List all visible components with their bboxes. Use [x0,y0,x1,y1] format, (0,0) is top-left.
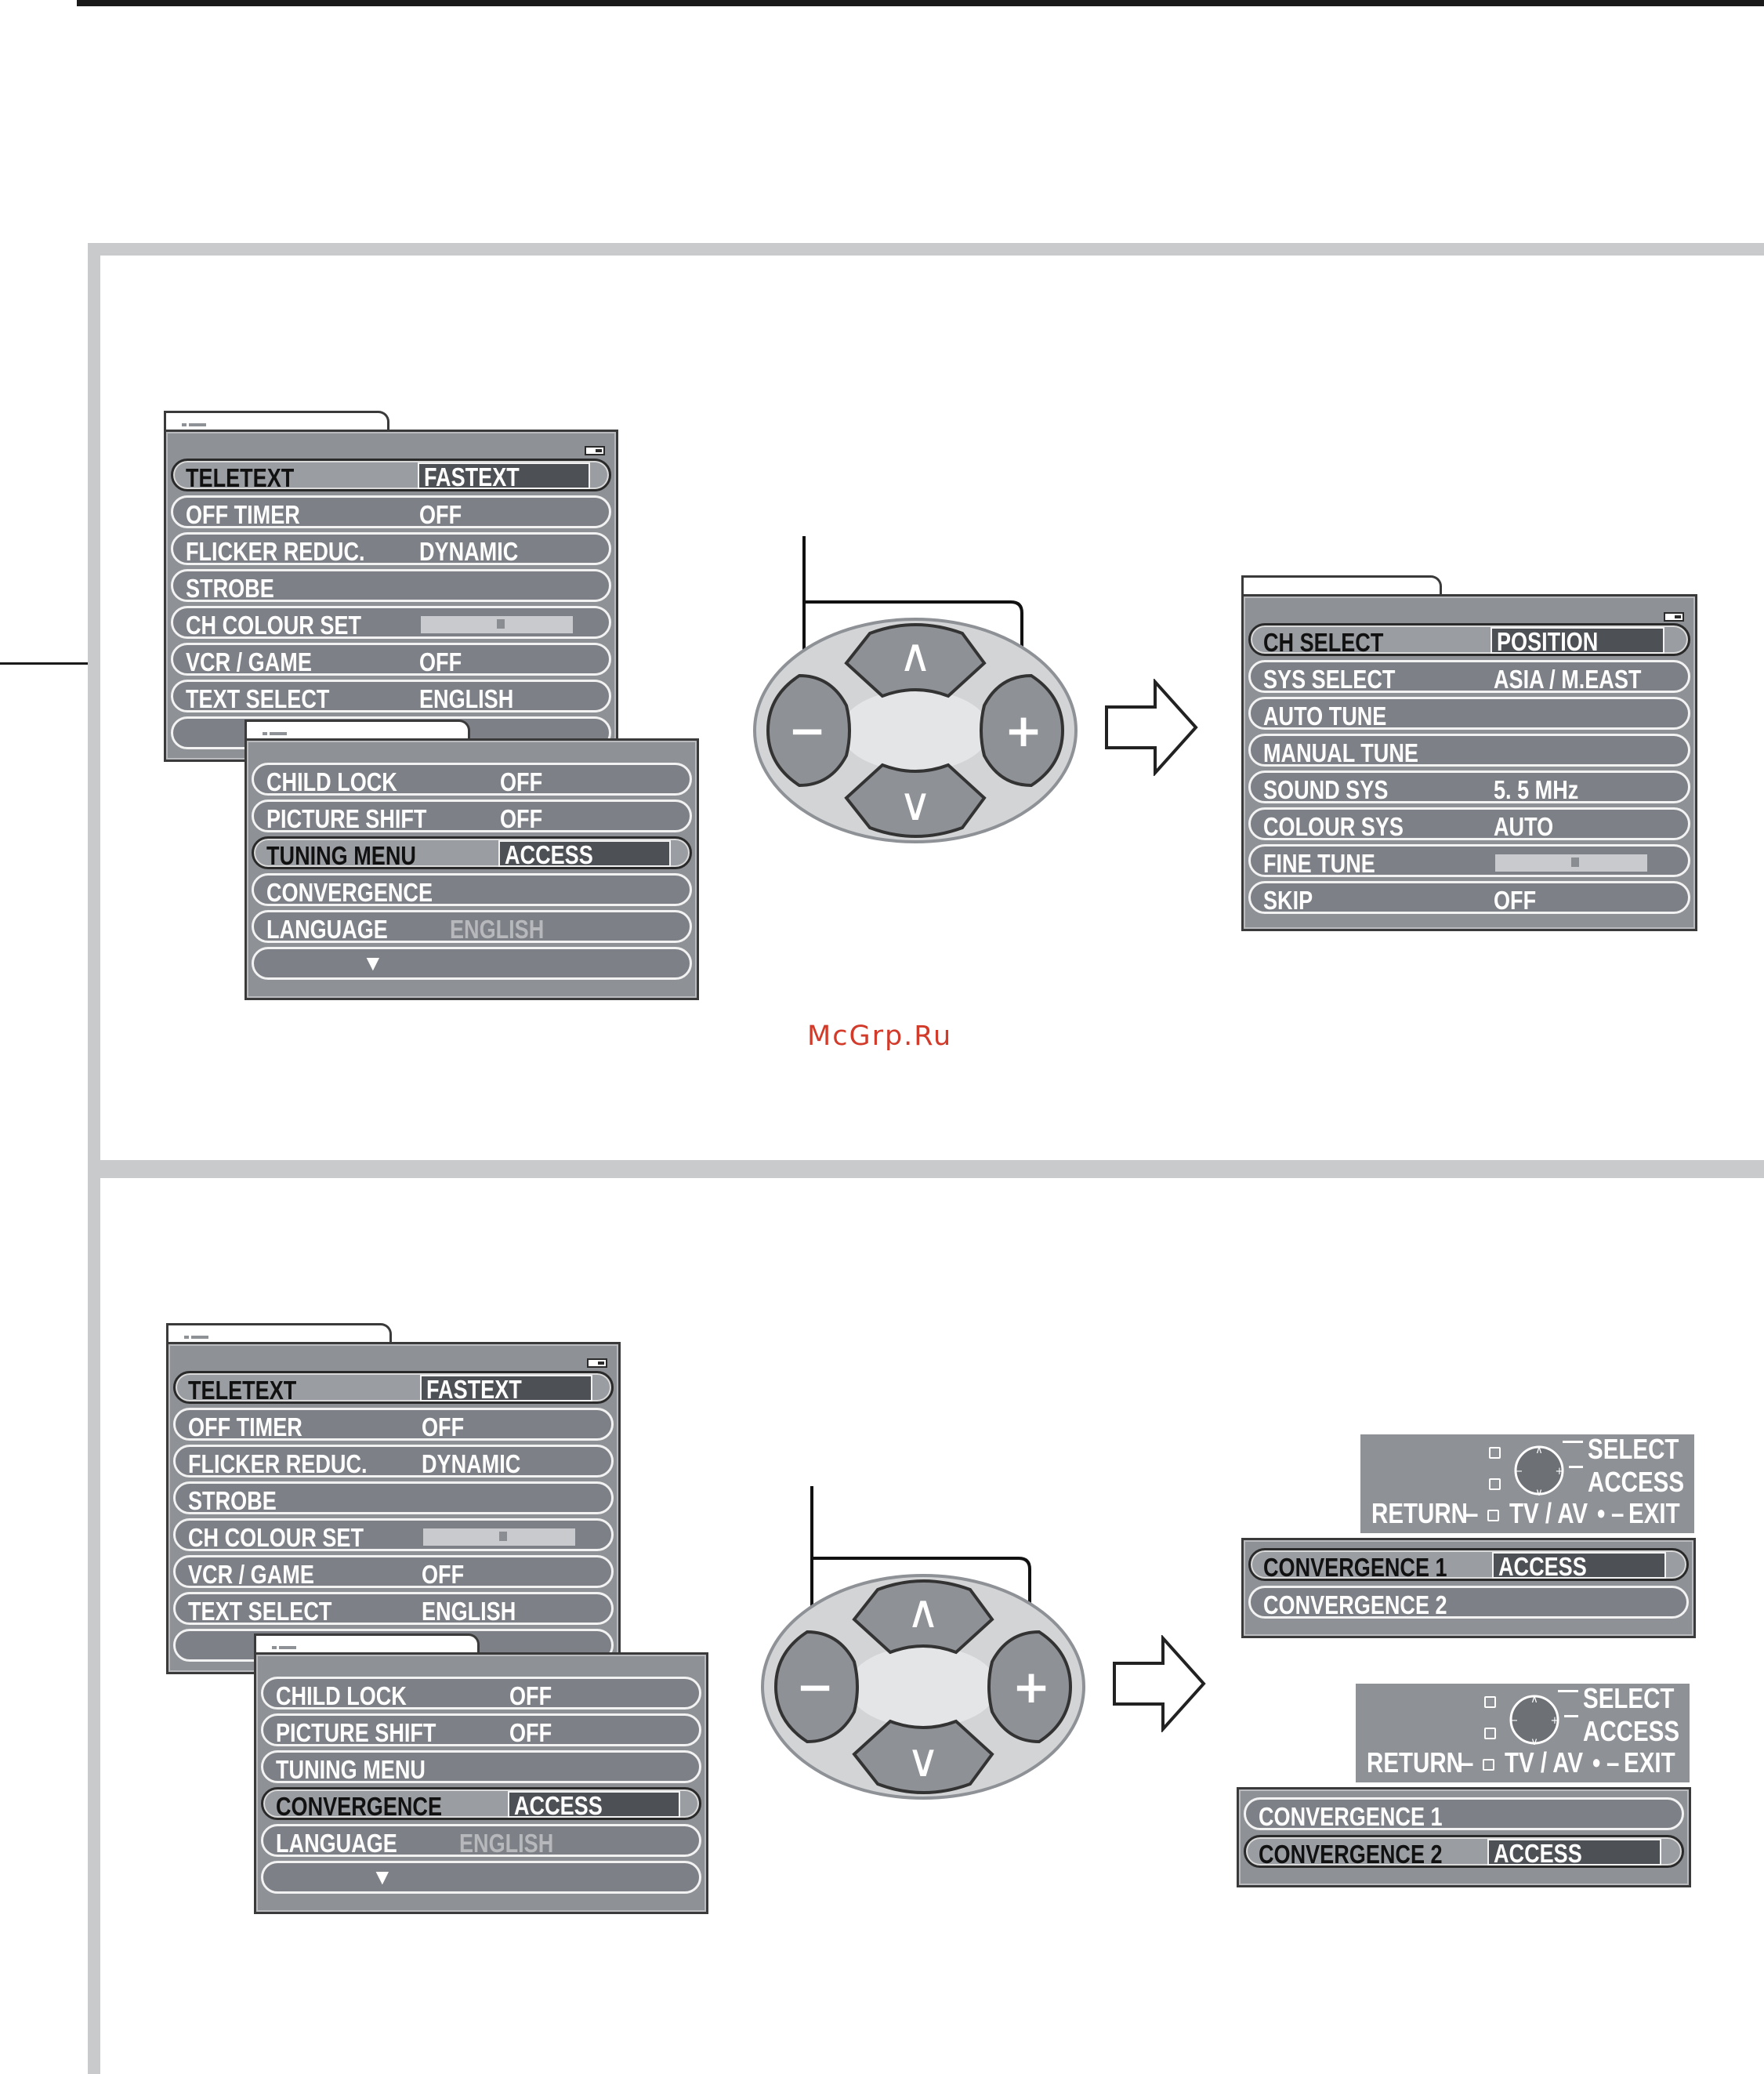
menu-row-tuning-menu[interactable]: TUNING MENU ACCESS [252,836,692,870]
svg-text:+: + [1012,1660,1051,1713]
svg-text:∧: ∧ [907,1585,940,1638]
menu-row-convergence[interactable]: CONVERGENCE [252,873,692,907]
menu-row-more[interactable]: ▼ [261,1861,701,1894]
value-box: POSITION [1491,627,1664,656]
svg-text:−: − [1510,1715,1519,1727]
menu-row-text-select[interactable]: TEXT SELECT ENGLISH [173,1592,614,1626]
help-box-2: ∧ ∨ − + SELECT ACCESS RETURN – TV / AV •… [1356,1682,1690,1782]
remote-pad-1: ∧ ∨ − + [753,536,1078,843]
menu-row-skip[interactable]: SKIP OFF [1248,881,1690,915]
plus-button[interactable]: + [987,1630,1073,1744]
menu-row-auto-tune[interactable]: AUTO TUNE [1248,697,1690,731]
menu-row-convergence-2[interactable]: CONVERGENCE 2 [1248,1586,1689,1619]
colour-slider[interactable] [421,616,573,633]
svg-text:+: + [1551,1715,1559,1727]
menu-row-picture-shift[interactable]: PICTURE SHIFT OFF [252,800,692,833]
svg-text:−: − [788,704,827,757]
screen-mode-icon [1664,612,1684,622]
value-box: FASTEXT [418,462,590,491]
menu-row-convergence-1[interactable]: CONVERGENCE 1 ACCESS [1248,1548,1689,1582]
menu-row-text-select[interactable]: TEXT SELECT ENGLISH [171,680,611,713]
value-box: ACCESS [498,840,671,869]
menu-row-vcr-game[interactable]: VCR / GAME OFF [171,643,611,676]
svg-text:∧: ∧ [1535,1445,1543,1456]
menu-row-teletext[interactable]: TELETEXT FASTEXT [173,1371,614,1405]
screen-mode-icon [585,446,605,455]
value-box: ACCESS [508,1791,680,1820]
menu-row-language[interactable]: LANGUAGE ENGLISH [252,910,692,944]
value-box: ACCESS [1492,1552,1666,1581]
menu-row-off-timer[interactable]: OFF TIMER OFF [171,495,611,529]
svg-text:∨: ∨ [1530,1736,1538,1748]
setup-menu-page2: CHILD LOCK OFF PICTURE SHIFT OFF TUNING … [254,1652,708,1914]
down-arrow-icon: ▼ [362,951,384,975]
svg-text:∧: ∧ [899,629,932,682]
menu-row-flicker[interactable]: FLICKER REDUC. DYNAMIC [171,532,611,566]
menu-row-more[interactable]: ▼ [252,947,692,980]
svg-text:−: − [796,1660,835,1713]
menu-row-convergence-2[interactable]: CONVERGENCE 2 ACCESS [1244,1835,1684,1869]
svg-text:∨: ∨ [899,778,932,831]
svg-text:+: + [1556,1466,1564,1478]
next-step-arrow-icon [1105,679,1198,776]
menu-row-strobe[interactable]: STROBE [171,569,611,603]
menu-row-fine-tune[interactable]: FINE TUNE [1248,844,1690,878]
menu-row-convergence-1[interactable]: CONVERGENCE 1 [1244,1797,1684,1831]
menu-row-language[interactable]: LANGUAGE ENGLISH [261,1824,701,1858]
watermark: McGrp.Ru [807,1021,953,1052]
menu-row-picture-shift[interactable]: PICTURE SHIFT OFF [261,1713,701,1747]
setup-menu-page2: CHILD LOCK OFF PICTURE SHIFT OFF TUNING … [244,738,699,1000]
fine-tune-slider[interactable] [1495,854,1647,872]
colour-slider[interactable] [423,1528,575,1546]
tuning-menu: CH SELECT POSITION SYS SELECT ASIA / M.E… [1241,594,1697,931]
menu-row-manual-tune[interactable]: MANUAL TUNE [1248,734,1690,767]
value-box: ACCESS [1487,1839,1661,1868]
screen-mode-icon [587,1358,607,1368]
minus-button[interactable]: − [773,1630,859,1744]
menu-row-strobe[interactable]: STROBE [173,1481,614,1515]
down-button[interactable]: ∨ [844,763,987,838]
svg-text:∧: ∧ [1530,1694,1538,1706]
menu-row-convergence[interactable]: CONVERGENCE ACCESS [261,1787,701,1821]
down-button[interactable]: ∨ [852,1719,994,1794]
setup-menu: TELETEXT FASTEXT OFF TIMER OFF FLICKER R… [166,1342,621,1674]
menu-row-child-lock[interactable]: CHILD LOCK OFF [261,1677,701,1710]
dpad-icon: ∧ ∨ − + [1514,1445,1564,1499]
convergence-menu-1: CONVERGENCE 1 ACCESS CONVERGENCE 2 [1241,1538,1696,1638]
up-button[interactable]: ∧ [852,1579,994,1655]
menu-row-ch-colour[interactable]: CH COLOUR SET [171,606,611,640]
svg-text:−: − [1515,1466,1523,1478]
svg-text:+: + [1005,704,1043,757]
plus-button[interactable]: + [980,673,1065,788]
menu-row-ch-select[interactable]: CH SELECT POSITION [1248,623,1690,657]
menu-row-off-timer[interactable]: OFF TIMER OFF [173,1408,614,1441]
menu-row-colour-sys[interactable]: COLOUR SYS AUTO [1248,807,1690,841]
remote-pad-2: ∧ ∨ − + [761,1486,1085,1800]
menu-row-tuning-menu[interactable]: TUNING MENU [261,1750,701,1784]
side-rule [0,662,88,665]
top-rule [77,0,1764,6]
up-button[interactable]: ∧ [844,623,987,698]
menu-row-sound-sys[interactable]: SOUND SYS 5. 5 MHz [1248,770,1690,804]
svg-text:∨: ∨ [1535,1487,1543,1499]
minus-button[interactable]: − [766,673,851,788]
menu-row-ch-colour[interactable]: CH COLOUR SET [173,1518,614,1552]
dpad-icon: ∧ ∨ − + [1509,1694,1559,1748]
menu-row-flicker[interactable]: FLICKER REDUC. DYNAMIC [173,1445,614,1478]
menu-row-child-lock[interactable]: CHILD LOCK OFF [252,763,692,796]
menu-row-vcr-game[interactable]: VCR / GAME OFF [173,1555,614,1589]
down-arrow-icon: ▼ [371,1865,393,1889]
value-box: FASTEXT [420,1375,592,1404]
menu-row-sys-select[interactable]: SYS SELECT ASIA / M.EAST [1248,660,1690,694]
help-box-1: ∧ ∨ − + SELECT ACCESS RETURN – TV / AV •… [1360,1433,1694,1533]
setup-menu: TELETEXT FASTEXT OFF TIMER OFF FLICKER R… [164,430,618,762]
svg-text:∨: ∨ [907,1734,940,1787]
next-step-arrow-icon [1113,1635,1206,1732]
menu-row-teletext[interactable]: TELETEXT FASTEXT [171,459,611,492]
convergence-menu-2: CONVERGENCE 1 CONVERGENCE 2 ACCESS [1237,1787,1691,1887]
